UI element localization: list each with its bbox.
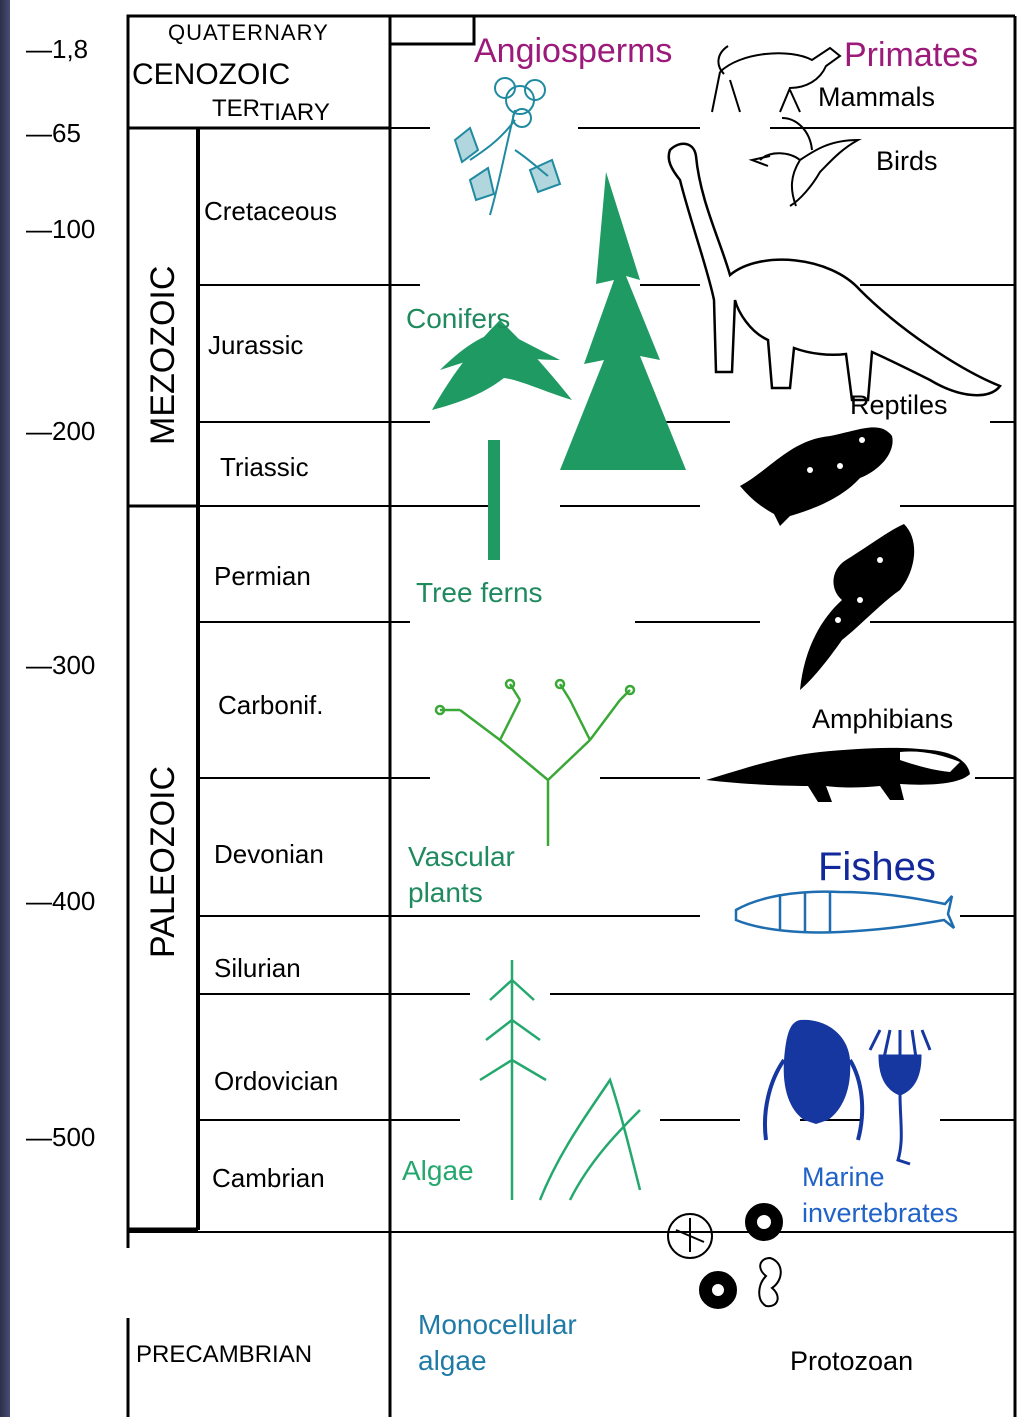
era-mezozoic: MEZOZOIC — [144, 266, 182, 445]
period-carbonif: Carbonif. — [218, 690, 324, 720]
period-ordovician: Ordovician — [214, 1066, 338, 1096]
label-mammals: Mammals — [818, 82, 935, 112]
crinoid-icon — [870, 1030, 930, 1164]
period-cretaceous: Cretaceous — [204, 196, 337, 226]
time-label-300: —300 — [26, 650, 95, 680]
label-conifers: Conifers — [406, 303, 510, 334]
label-invertebrates: invertebrates — [802, 1198, 958, 1228]
period-permian: Permian — [214, 561, 311, 591]
label-plants: plants — [408, 877, 483, 908]
label-protozoan: Protozoan — [790, 1346, 913, 1376]
era-tertiary-part1: TER — [212, 95, 260, 122]
vascular-plant-icon — [436, 680, 634, 846]
time-label-200: —200 — [26, 416, 95, 446]
bird-icon — [752, 118, 858, 206]
label-amphibians: Amphibians — [812, 704, 953, 734]
era-quaternary: QUATERNARY — [168, 20, 329, 45]
time-label-400: —400 — [26, 886, 95, 916]
period-cambrian: Cambrian — [212, 1163, 325, 1193]
period-devonian: Devonian — [214, 839, 324, 869]
time-label-500: —500 — [26, 1122, 95, 1152]
label-reptiles: Reptiles — [850, 390, 948, 420]
era-tertiary: TERTIARY — [212, 95, 330, 126]
trilobite-icon — [765, 1020, 862, 1140]
era-tertiary-part2: TIARY — [260, 99, 330, 126]
right-panel-boundaries — [390, 128, 1015, 1120]
label-algae: Algae — [402, 1155, 474, 1186]
label-angiosperms: Angiosperms — [474, 32, 672, 70]
label-tree-ferns: Tree ferns — [416, 577, 543, 608]
period-jurassic: Jurassic — [208, 330, 303, 360]
early-tetrapod-icon — [706, 748, 970, 802]
tree-fern-icon — [432, 320, 572, 560]
label-marine: Marine — [802, 1162, 885, 1192]
label-monocellular: Monocellular — [418, 1309, 577, 1340]
amphibian-icon — [800, 524, 914, 690]
algae-plant-icon — [480, 960, 640, 1200]
fish-icon — [736, 892, 954, 933]
protozoan-icon — [668, 1204, 782, 1308]
label-birds: Birds — [876, 146, 938, 176]
era-precambrian: PRECAMBRIAN — [136, 1341, 312, 1368]
time-label-100: —100 — [26, 214, 95, 244]
label-vascular: Vascular — [408, 841, 515, 872]
label-primates: Primates — [844, 36, 978, 74]
era-cenozoic: CENOZOIC — [132, 58, 290, 91]
time-axis: —1,8 —65 —100 —200 —300 —400 —500 — [26, 34, 95, 1152]
label-monocellular-algae: algae — [418, 1345, 487, 1376]
era-paleozoic: PALEOZOIC — [144, 766, 182, 958]
sauropod-dinosaur-icon — [669, 144, 1000, 400]
angiosperm-flower-icon — [455, 78, 560, 215]
group-labels: Angiosperms Primates Mammals Birds Conif… — [402, 32, 978, 1376]
conifer-tree-icon — [560, 172, 686, 470]
time-label-1-8: —1,8 — [26, 34, 88, 64]
period-labels: Cretaceous Jurassic Triassic Permian Car… — [204, 196, 338, 1193]
reptile-icon — [740, 427, 893, 526]
time-label-65: —65 — [26, 118, 81, 148]
period-triassic: Triassic — [220, 452, 309, 482]
period-silurian: Silurian — [214, 953, 301, 983]
label-fishes: Fishes — [818, 845, 936, 889]
